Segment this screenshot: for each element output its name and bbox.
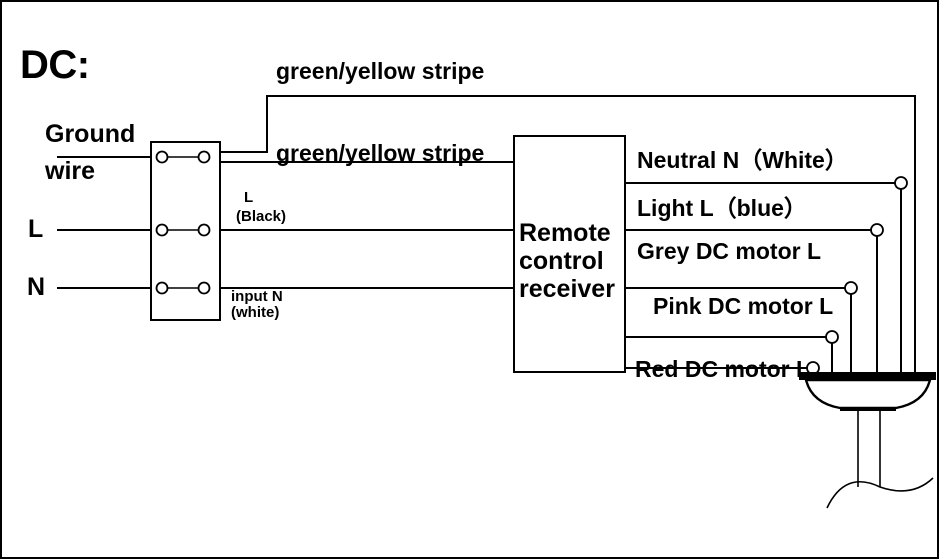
label-green-yellow-stripe-lower: green/yellow stripe (276, 140, 485, 166)
receiver-label-line1: Remote (519, 219, 611, 247)
fan-canopy-plate (799, 372, 936, 380)
remote-control-receiver-body (513, 135, 626, 373)
output-wire-light (625, 229, 878, 375)
label-live-black-line2: (Black) (236, 208, 287, 225)
receiver-label-line2: control (519, 247, 604, 275)
terminal-dot-1-left (155, 150, 169, 164)
fan-blade-curve (826, 477, 934, 509)
label-output-neutral-white: Neutral N（White） (637, 147, 848, 173)
label-output-red-dc-motor: Red DC motor L (635, 356, 811, 382)
label-output-light-blue: Light L（blue） (637, 195, 807, 221)
label-input-n-white-line1: input N (231, 288, 283, 305)
label-input-neutral: N (27, 273, 46, 301)
diagram-title: DC: (20, 43, 90, 87)
label-input-live: L (28, 215, 44, 243)
output-wire-grey-motor (625, 287, 852, 375)
output-node-neutral (894, 176, 908, 190)
output-node-light (870, 223, 884, 237)
terminal-dot-2-left (155, 223, 169, 237)
output-wire-pink-motor (625, 336, 833, 375)
output-wire-neutral (625, 182, 902, 375)
ground-wire-to-fan (220, 95, 916, 375)
label-output-grey-dc-motor: Grey DC motor L (637, 238, 822, 264)
label-green-yellow-stripe-upper: green/yellow stripe (276, 58, 485, 84)
terminal-dot-3-left (155, 281, 169, 295)
label-ground-wire-line2: wire (45, 157, 96, 185)
label-output-pink-dc-motor: Pink DC motor L (653, 293, 834, 319)
terminal-dot-2-right (197, 223, 211, 237)
label-live-black-line1: L (244, 189, 254, 206)
fan-motor-housing (804, 378, 932, 410)
output-node-pink-motor (825, 330, 839, 344)
label-ground-wire-line1: Ground (45, 120, 136, 148)
receiver-label-line3: receiver (519, 275, 615, 303)
output-node-grey-motor (844, 281, 858, 295)
label-input-n-white-line2: (white) (231, 304, 280, 321)
terminal-dot-1-right (197, 150, 211, 164)
terminal-dot-3-right (197, 281, 211, 295)
